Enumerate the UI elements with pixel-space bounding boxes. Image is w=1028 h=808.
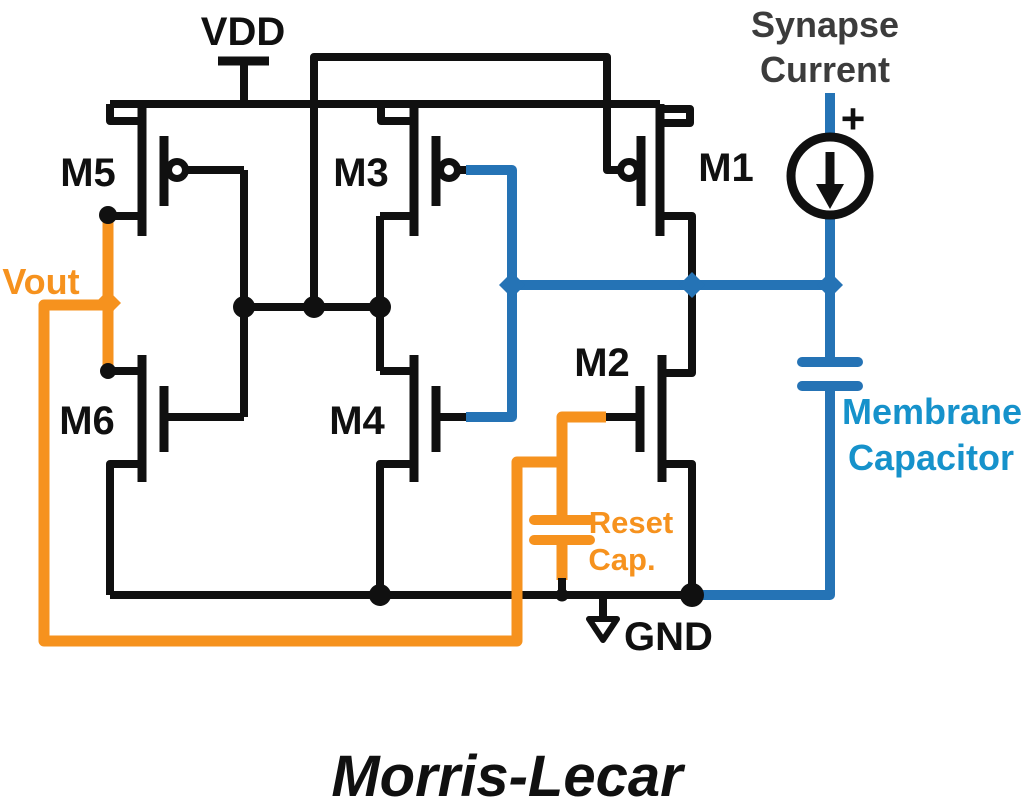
junction-dot xyxy=(303,296,325,318)
junction-dot xyxy=(99,206,117,224)
ground-symbol xyxy=(586,595,620,643)
m1-pmos-bubble-icon xyxy=(617,158,641,182)
transistor-m2 xyxy=(604,292,696,595)
transistor-m3 xyxy=(376,104,468,371)
plus-sign: + xyxy=(841,95,866,142)
reset-cap-label-line1: Reset xyxy=(589,505,673,540)
vout-label: Vout xyxy=(2,261,79,302)
membrane-node xyxy=(679,272,705,298)
current-source xyxy=(786,132,874,220)
vout-net xyxy=(38,214,606,647)
transistor-m1 xyxy=(617,104,696,278)
mirror-gate-wire xyxy=(310,53,620,307)
m1-label: M1 xyxy=(698,146,754,190)
junction-dot xyxy=(555,588,569,602)
m2-drain-lead xyxy=(662,292,696,377)
membrane-node xyxy=(499,272,525,298)
labels: VDD M5 M3 M1 M6 M4 M2 Vout Synapse Curre… xyxy=(2,4,1022,808)
junction-dot xyxy=(369,296,391,318)
m2-source-lead xyxy=(662,460,696,595)
m1-source-lead xyxy=(660,105,694,127)
vdd-label: VDD xyxy=(201,10,285,54)
junction-dot xyxy=(100,363,116,379)
synapse-current-label-line1: Synapse xyxy=(751,4,899,45)
gnd-triangle-icon xyxy=(586,616,620,643)
transistor-m6 xyxy=(106,355,244,595)
membrane-cap-ground-wire xyxy=(698,386,835,600)
junction-dot xyxy=(369,584,391,606)
m4-label: M4 xyxy=(329,399,385,443)
m4-source-lead xyxy=(376,460,414,595)
m3-source-lead xyxy=(377,104,414,125)
junction-dot xyxy=(233,296,255,318)
transistor-m5 xyxy=(106,104,248,417)
m3-pmos-bubble-icon xyxy=(437,158,461,182)
junction-dots xyxy=(95,206,843,607)
membrane-capacitor-label-line2: Capacitor xyxy=(848,437,1014,478)
vout-node xyxy=(95,290,121,316)
m6-source-lead xyxy=(106,460,142,595)
circuit-title: Morris-Lecar xyxy=(331,744,686,808)
m3-label: M3 xyxy=(333,151,389,195)
m5-pmos-bubble-icon xyxy=(165,158,189,182)
synapse-current-label-line2: Current xyxy=(760,49,890,90)
membrane-capacitor-label-line1: Membrane xyxy=(842,391,1022,432)
vout-feedback-loop-wire xyxy=(38,299,562,647)
junction-dot xyxy=(680,583,704,607)
m6-label: M6 xyxy=(59,399,115,443)
m5-source-lead xyxy=(106,104,142,125)
m2-gate-orange-wire xyxy=(556,411,606,520)
m3-gate-blue-wire xyxy=(466,165,517,422)
m5-label: M5 xyxy=(60,151,116,195)
reset-cap-label-line2: Cap. xyxy=(588,542,655,577)
membrane-node xyxy=(817,272,843,298)
gnd-label: GND xyxy=(624,615,713,659)
m2-label: M2 xyxy=(574,341,630,385)
m1-drain-lead xyxy=(660,212,696,278)
transistor-m4 xyxy=(376,355,468,595)
current-source-arrow-icon xyxy=(816,184,844,209)
